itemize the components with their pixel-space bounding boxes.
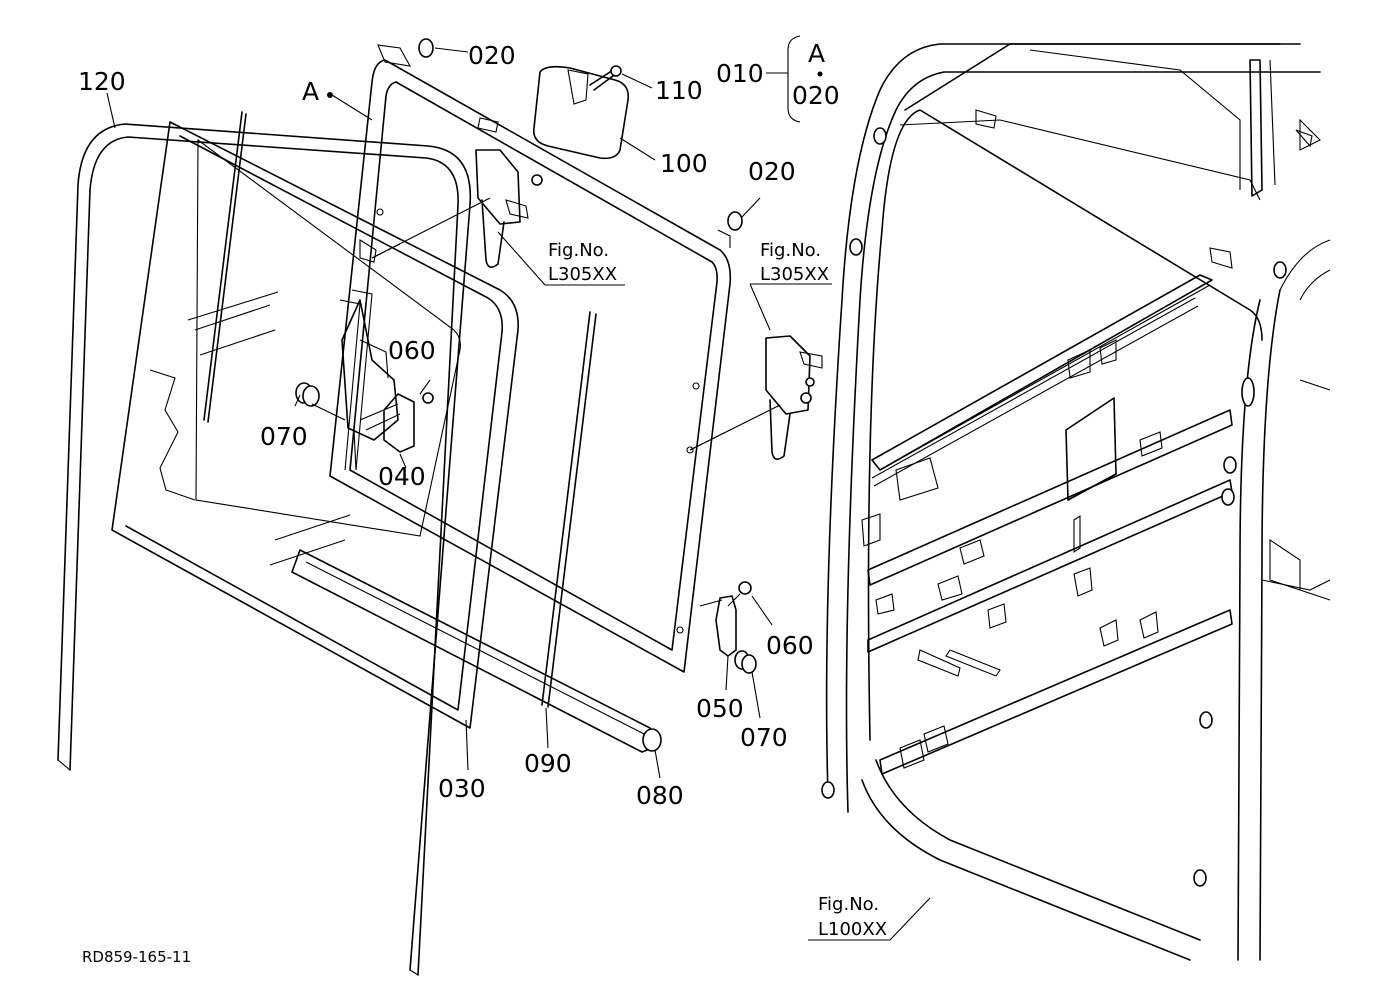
fig-ref-1-code: L305XX [548, 264, 617, 285]
phantom-lines [371, 243, 731, 451]
callout-A: A [302, 77, 319, 106]
part-110-screw [589, 65, 622, 91]
part-020-washer-right [727, 211, 743, 231]
part-latch-mechanism [341, 299, 399, 471]
callout-120: 120 [78, 67, 126, 96]
part-050-bracket [699, 581, 752, 657]
callout-080: 080 [636, 781, 684, 810]
drawing-code: RD859-165-11 [82, 948, 191, 966]
fig-ref-1-title: Fig.No. [548, 240, 609, 261]
part-080-channel [291, 549, 662, 753]
part-070-collar-right [734, 650, 757, 674]
legend-group-id: 010 [716, 59, 764, 88]
part-090-rubber-strip [541, 311, 597, 708]
fig-ref-3-title: Fig.No. [818, 894, 879, 915]
fig-ref-2-title: Fig.No. [760, 240, 821, 261]
part-outer-handle [765, 335, 823, 460]
part-070-collar-left [295, 382, 320, 407]
fig-ref-2-code: L305XX [760, 264, 829, 285]
callout-090: 090 [524, 749, 572, 778]
callout-020-top: 020 [468, 41, 516, 70]
callout-060-right: 060 [766, 631, 814, 660]
point-A-marker [327, 92, 333, 98]
callout-020-right: 020 [748, 157, 796, 186]
callout-070-left: 070 [260, 422, 308, 451]
legend-member-b: 020 [792, 81, 840, 110]
kit-legend [766, 35, 823, 123]
fig-ref-3-code: L100XX [818, 919, 887, 940]
part-020-washer-top [418, 38, 434, 58]
part-seal-strip-left [203, 111, 247, 423]
callout-100: 100 [660, 149, 708, 178]
part-inner-handle [475, 149, 543, 268]
part-040-lever [359, 392, 434, 453]
legend-dot [817, 71, 823, 77]
callout-050: 050 [696, 694, 744, 723]
callout-070-right: 070 [740, 723, 788, 752]
legend-member-a: A [808, 39, 825, 68]
callout-040: 040 [378, 462, 426, 491]
leader-lines [106, 47, 931, 941]
cabin-body [821, 43, 1331, 961]
callout-060-left: 060 [388, 336, 436, 365]
callout-030: 030 [438, 774, 486, 803]
part-120-weatherstrip [57, 123, 472, 976]
part-100-mirror [532, 65, 630, 160]
callout-110: 110 [655, 76, 703, 105]
